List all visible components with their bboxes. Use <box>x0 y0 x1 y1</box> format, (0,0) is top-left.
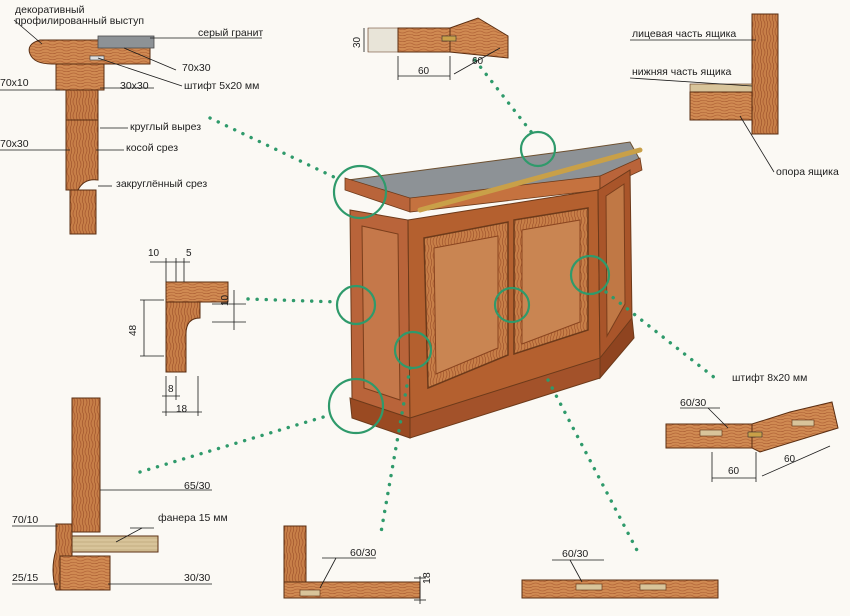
label-round-cut: круглый вырез <box>130 121 202 133</box>
dim-top-30: 30 <box>352 36 363 48</box>
label-60-30-bottom-center: 60/30 <box>350 547 377 559</box>
label-70x10: 70x10 <box>0 77 29 89</box>
dim-mid-18: 18 <box>176 404 188 415</box>
label-bevel-cut: косой срез <box>126 142 179 154</box>
label-30x30: 30x30 <box>120 80 149 92</box>
label-rounded-cut: закруглённый срез <box>116 178 208 190</box>
dim-top-60a: 60 <box>418 66 430 77</box>
brass-rail <box>417 147 643 213</box>
dim-mid-10b: 10 <box>220 294 231 306</box>
label-70x30-side: 70x30 <box>0 138 29 150</box>
circle-icon <box>393 330 433 370</box>
label-65-30: 65/30 <box>184 480 211 492</box>
dim-mid-48: 48 <box>128 324 139 336</box>
label-pin-8x20: штифт 8х20 мм <box>732 372 808 384</box>
bottom-right-profile <box>521 559 719 599</box>
callout-circles <box>327 130 611 435</box>
top-miter-joint <box>363 17 509 80</box>
middle-left-profile <box>140 258 246 416</box>
dim-mid-5: 5 <box>186 248 192 259</box>
label-drawer-support: опора ящика <box>776 166 839 178</box>
circle-icon <box>569 254 611 296</box>
label-70-10: 70/10 <box>12 514 39 526</box>
dim-top-60b: 60 <box>472 56 484 67</box>
right-miter-joint <box>665 401 839 482</box>
circle-icon <box>327 377 385 435</box>
label-grey-granite: серый гранит <box>198 27 264 39</box>
label-pin-5x20: штифт 5х20 мм <box>184 80 260 92</box>
bottom-left-profile <box>12 397 212 591</box>
top-right-drawer <box>629 13 779 173</box>
bar-cabinet <box>344 141 643 439</box>
circle-icon <box>519 130 557 168</box>
bottom-center-profile <box>283 525 426 604</box>
label-60-30-bottom-right: 60/30 <box>562 548 589 560</box>
label-plywood-15: фанера 15 мм <box>158 512 228 524</box>
dim-right-60a: 60 <box>728 466 740 477</box>
label-drawer-front: лицевая часть ящика <box>632 28 737 40</box>
top-left-profile <box>0 19 262 235</box>
dim-right-60b: 60 <box>784 454 796 465</box>
label-profiled-ledge: профилированный выступ <box>15 15 145 27</box>
dim-mid-10a: 10 <box>148 248 160 259</box>
label-70x30-top: 70x30 <box>182 62 211 74</box>
label-drawer-bottom: нижняя часть ящика <box>632 66 732 78</box>
circle-icon <box>493 286 531 324</box>
circle-icon <box>335 284 377 326</box>
dim-mid-8: 8 <box>168 384 174 395</box>
circle-icon <box>332 164 388 220</box>
leader-lines <box>138 58 722 558</box>
label-18-bottom: 18 <box>421 572 433 584</box>
label-30-30: 30/30 <box>184 572 211 584</box>
label-decorative: декоративный <box>15 4 85 16</box>
label-60-30-right: 60/30 <box>680 397 707 409</box>
label-25-15: 25/15 <box>12 572 39 584</box>
